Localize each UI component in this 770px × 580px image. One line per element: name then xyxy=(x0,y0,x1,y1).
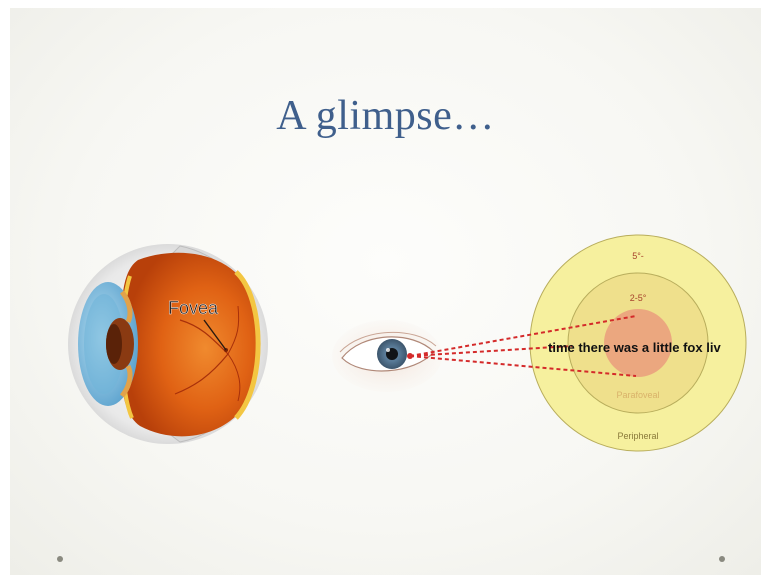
slide-dot-left xyxy=(57,556,63,562)
retina-body xyxy=(122,253,257,437)
peripheral-label: Peripheral xyxy=(617,431,658,441)
frame-right xyxy=(761,0,770,580)
eye-anatomy-illustration: Fovea xyxy=(60,236,275,456)
mid-angle-label: 2-5° xyxy=(630,293,647,303)
slide-dot-right xyxy=(719,556,725,562)
outer-angle-label: 5°- xyxy=(632,251,644,261)
visual-field-diagram: 5°- 2-5° Parafoveal Peripheral time ther… xyxy=(390,226,761,466)
fovea-label: Fovea xyxy=(168,298,219,318)
frame-left xyxy=(0,0,10,580)
reading-sentence: time there was a little fox liv xyxy=(548,340,721,355)
slide: A glimpse… xyxy=(10,8,761,575)
parafoveal-label: Parafoveal xyxy=(616,390,659,400)
slide-title: A glimpse… xyxy=(10,92,761,140)
